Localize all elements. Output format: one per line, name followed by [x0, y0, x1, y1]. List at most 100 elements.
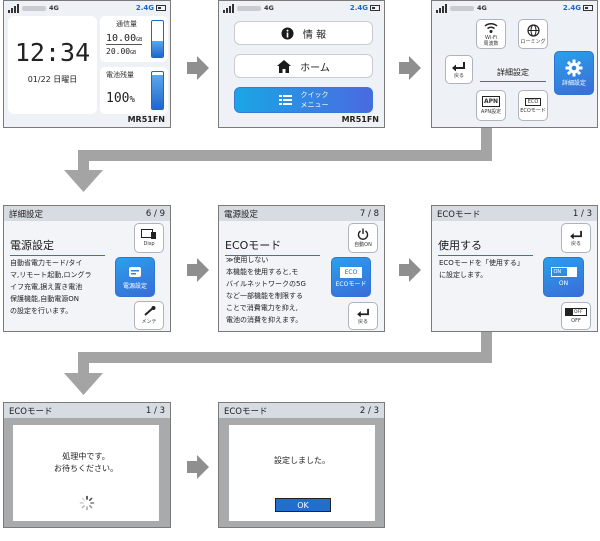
- header-title: 詳細設定: [9, 209, 44, 220]
- ok-button[interactable]: OK: [275, 498, 331, 512]
- screen-header: ECOモード 1 / 3: [4, 403, 170, 418]
- quick-menu-button[interactable]: クイックメニュー: [234, 87, 373, 113]
- wifi-frequency-button[interactable]: Wi-Fi 周波数: [476, 19, 506, 49]
- processing-screen: ECOモード 1 / 3 処理中です。 お待ちください。: [3, 402, 171, 528]
- power-settings-label: 電源設定: [122, 283, 147, 290]
- description-line: 自動省電力モード/タイ: [10, 259, 83, 267]
- back-button[interactable]: 戻る: [561, 223, 591, 253]
- home-icon: [277, 59, 292, 73]
- auto-on-label: 自動ON: [354, 242, 372, 248]
- arrow-right-icon: [399, 56, 421, 80]
- data-usage-fill: [152, 40, 163, 57]
- processing-line-1: 処理中です。: [62, 452, 110, 461]
- data-total-value: 20.00: [106, 47, 131, 56]
- signal-icon: [436, 3, 447, 13]
- eco-mode-button[interactable]: ECO ECOモード: [331, 257, 371, 297]
- spinner-icon: [79, 495, 95, 511]
- header-title: 電源設定: [224, 209, 259, 220]
- arrow-right-icon: [187, 56, 209, 80]
- data-used-value: 10.00: [106, 33, 137, 44]
- data-unit: GB: [130, 50, 137, 56]
- toggle-on-icon: ON: [550, 267, 577, 277]
- network-type: 4G: [477, 4, 487, 12]
- back-label: 戻る: [357, 319, 368, 325]
- quick-menu-label-1: クイック: [300, 91, 329, 99]
- status-bar: 4G 2.4G: [432, 1, 597, 15]
- quick-menu-screen: 4G 2.4G Wi-Fi 周波数 ローミング 戻る 詳細設定 詳細設定 APN…: [431, 0, 598, 128]
- screen-title: 電源設定: [10, 237, 105, 256]
- toggle-on-tag: ON: [553, 269, 562, 275]
- description-line: ECOモードを「使用する」: [439, 259, 524, 267]
- data-unit: GB: [136, 37, 143, 43]
- description-line: ≫使用しない: [226, 256, 269, 264]
- clock-panel: 12:34 01/22 日曜日: [8, 16, 97, 114]
- done-message: 設定しました。: [274, 456, 330, 465]
- description-line: イフ充電,据え置き電池: [10, 283, 83, 291]
- arrow-right-icon: [187, 455, 209, 479]
- eco-mode-label: ECOモード: [520, 107, 546, 114]
- network-type: 4G: [49, 4, 59, 12]
- signal-icon: [223, 3, 234, 13]
- home-label: ホーム: [300, 62, 330, 74]
- list-icon: [278, 95, 292, 105]
- flow-connector-2: [78, 352, 492, 363]
- battery-fill: [152, 74, 163, 109]
- info-icon: [281, 27, 294, 39]
- auto-on-button[interactable]: 自動ON: [348, 223, 378, 253]
- roaming-button[interactable]: ローミング: [518, 19, 548, 49]
- battery-label: 電池残量: [106, 71, 134, 79]
- arrow-down-icon: [64, 170, 103, 192]
- power-settings-screen: 電源設定 7 / 8 ECOモード ≫使用しない 本機能を使用すると,モ バイル…: [218, 205, 385, 332]
- power-settings-icon: [129, 267, 141, 277]
- screen-header: ECOモード 1 / 3: [432, 206, 597, 221]
- gear-icon: [565, 59, 583, 77]
- status-bar: 4G 2.4G: [219, 1, 384, 15]
- clock-time: 12:34: [14, 38, 91, 67]
- disp-button[interactable]: Disp: [134, 223, 164, 253]
- maintenance-button[interactable]: メンテ: [134, 301, 164, 330]
- home-button[interactable]: ホーム: [234, 54, 373, 78]
- screen-header: 電源設定 7 / 8: [219, 206, 384, 221]
- info-label: 情 報: [302, 29, 327, 41]
- header-title: ECOモード: [224, 406, 268, 417]
- battery-icon: [583, 5, 593, 11]
- screen-title: 使用する: [438, 237, 533, 256]
- back-button[interactable]: 戻る: [445, 55, 473, 84]
- home-screen: 4G 2.4G 12:34 01/22 日曜日 通信量 10.00GB 20.0…: [3, 0, 171, 128]
- wifi-icon: [484, 22, 498, 33]
- flow-connector-2: [78, 352, 89, 377]
- globe-icon: [526, 23, 540, 37]
- screen-header: 詳細設定 6 / 9: [4, 206, 170, 221]
- page-indicator: 6 / 9: [145, 208, 165, 219]
- on-label: ON: [558, 280, 569, 287]
- detail-settings-center-label: 詳細設定: [480, 67, 546, 82]
- power-icon: [357, 228, 369, 240]
- eco-mode-button[interactable]: ECO ECOモード: [518, 90, 548, 121]
- model-name: MR51FN: [127, 115, 165, 124]
- page-indicator: 1 / 3: [145, 405, 165, 416]
- description-line: 電池の消費を抑えます。: [226, 316, 303, 324]
- power-settings-button[interactable]: 電源設定: [115, 257, 155, 297]
- done-screen: ECOモード 2 / 3 設定しました。 OK: [218, 402, 385, 528]
- data-usage-bar: [151, 20, 164, 58]
- on-button[interactable]: ON ON: [543, 257, 584, 297]
- header-title: ECOモード: [437, 209, 481, 220]
- roaming-label: ローミング: [520, 38, 546, 45]
- processing-line-2: お待ちください。: [54, 464, 118, 473]
- header-title: ECOモード: [9, 406, 53, 417]
- info-button[interactable]: 情 報: [234, 21, 373, 45]
- flow-connector-1: [78, 150, 89, 174]
- wifi-frequency-label: Wi-Fi 周波数: [483, 34, 499, 47]
- off-button[interactable]: OFF OFF: [561, 302, 591, 330]
- apn-settings-button[interactable]: APN APN設定: [476, 90, 506, 121]
- back-button[interactable]: 戻る: [348, 302, 378, 330]
- detail-settings-label: 詳細設定: [561, 80, 586, 87]
- battery-unit: %: [129, 95, 135, 105]
- detail-settings-button[interactable]: 詳細設定: [554, 51, 594, 95]
- flow-connector-1: [481, 128, 492, 161]
- page-indicator: 2 / 3: [359, 405, 379, 416]
- wifi-band: 2.4G: [349, 4, 368, 12]
- back-label: 戻る: [453, 73, 464, 79]
- description-line: の設定を行います。: [10, 307, 73, 315]
- eco-mode-screen: ECOモード 1 / 3 使用する ECOモードを「使用する」 に設定します。 …: [431, 205, 598, 332]
